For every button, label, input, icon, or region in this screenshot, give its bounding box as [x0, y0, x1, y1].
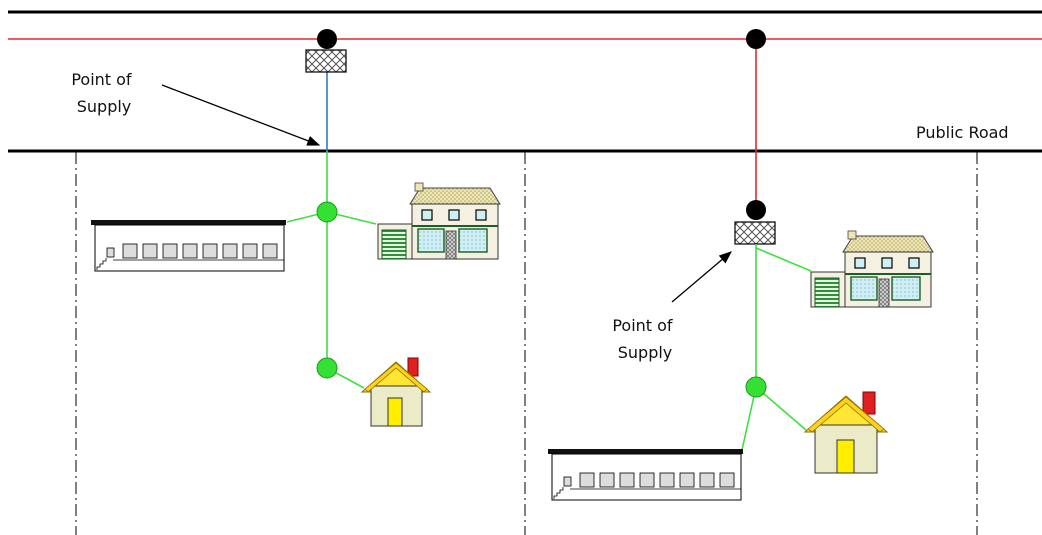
supply-box-left: [305, 49, 347, 73]
supply-box-right: [734, 221, 776, 245]
cottage-icon: [803, 391, 889, 474]
point-of-supply-label-left: Point of Supply: [71, 70, 136, 116]
point-of-supply-label-right: Point of Supply: [612, 316, 677, 362]
point-of-supply-arrow-left: [161, 84, 321, 146]
junction-left-lower: [316, 357, 338, 379]
warehouse-icon: [548, 449, 743, 501]
junction-right: [745, 376, 767, 398]
joint-right-property: [746, 200, 766, 220]
road-label: Public Road: [916, 123, 1009, 142]
detached-house-icon: [810, 230, 934, 308]
junction-left-upper: [316, 201, 338, 223]
warehouse-icon: [91, 220, 286, 272]
point-of-supply-arrow-right: [671, 251, 732, 303]
private-network-right: [741, 244, 812, 451]
joint-right-main: [746, 29, 766, 49]
joint-left: [317, 29, 337, 49]
detached-house-icon: [377, 182, 501, 260]
private-network-left: [286, 151, 377, 389]
cottage-icon: [360, 357, 432, 427]
